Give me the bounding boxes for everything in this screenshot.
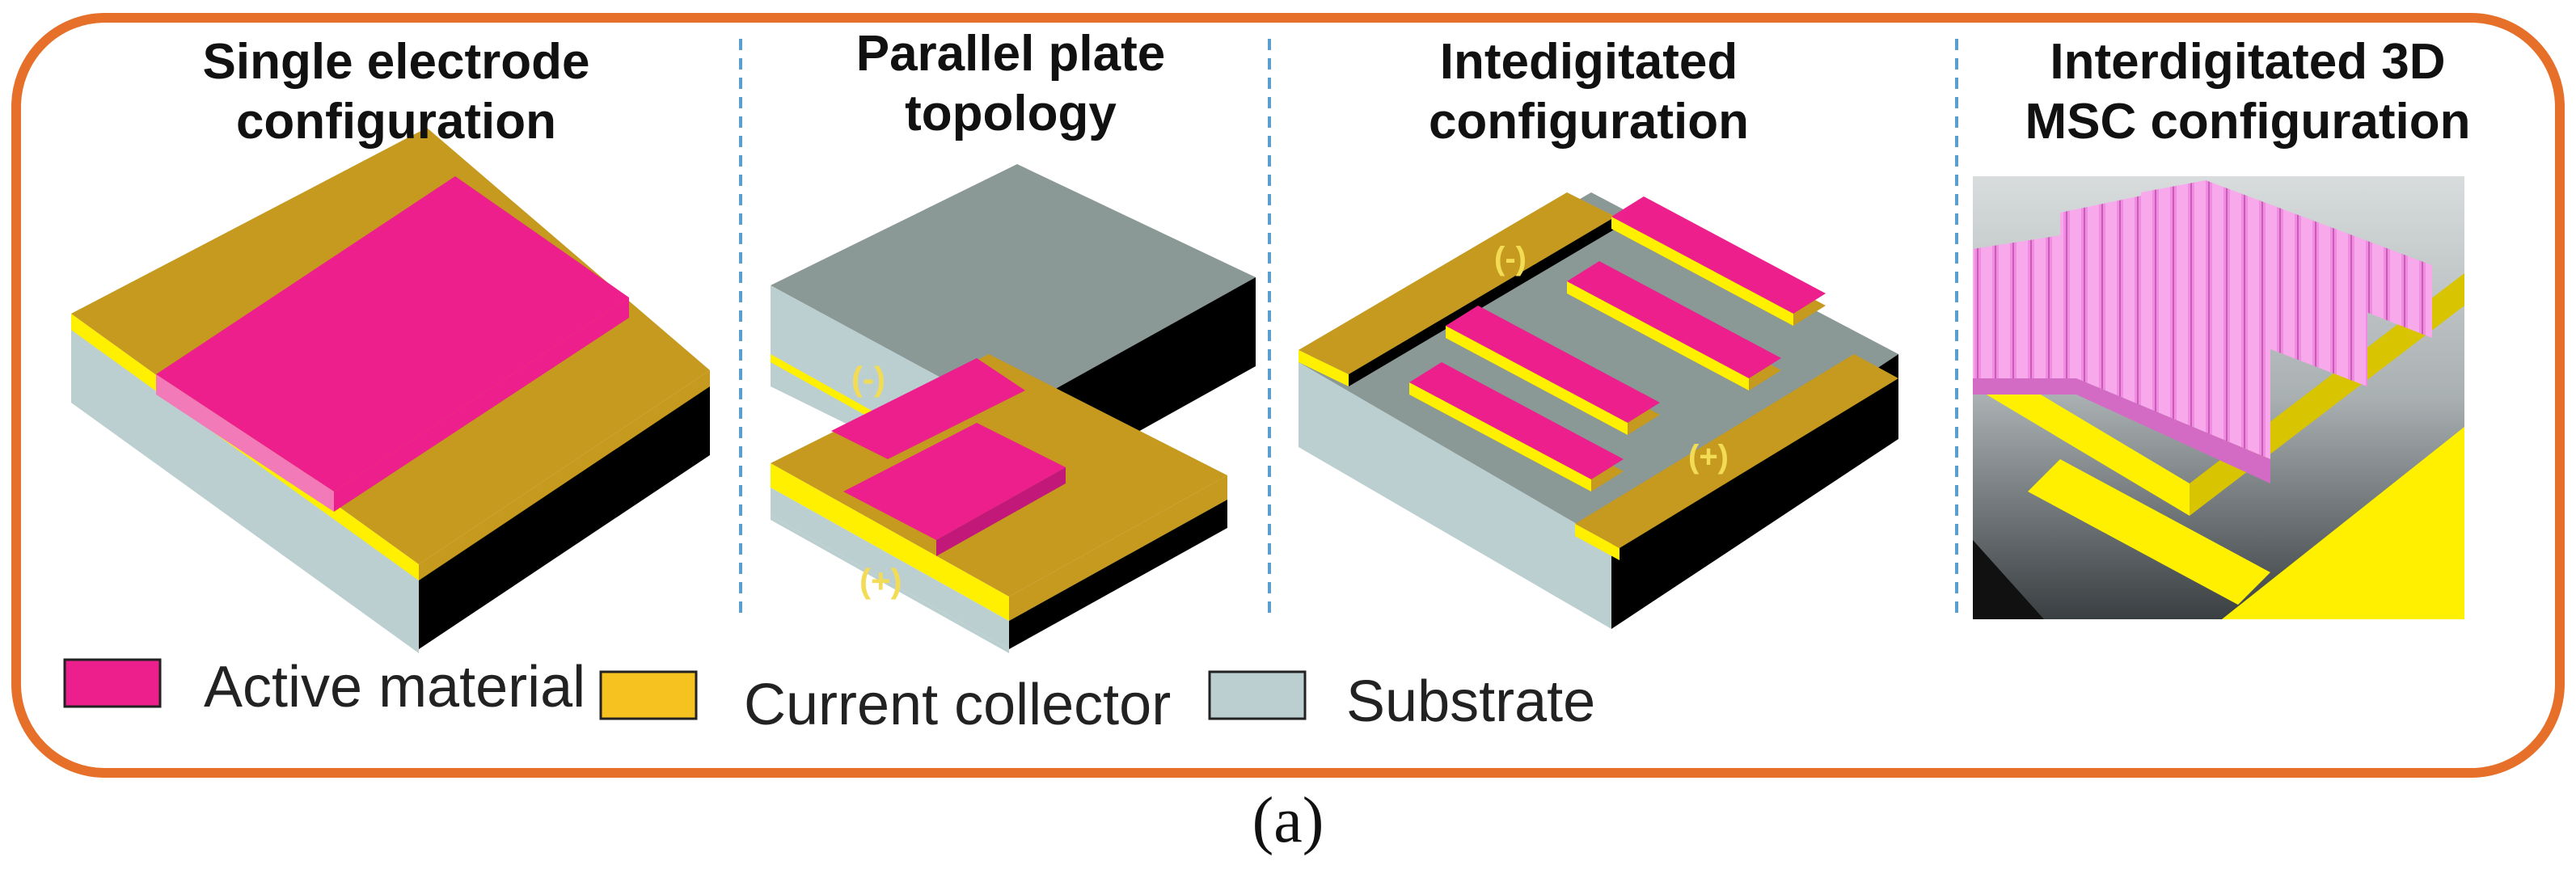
legend-label-collector: Current collector <box>744 673 1172 737</box>
panel4-title-line2: MSC configuration <box>2025 94 2471 150</box>
single-electrode-illustration <box>71 128 710 653</box>
panel2-neg-label: (-) <box>851 360 885 398</box>
panel3-title: Intedigitated configuration <box>1330 32 1848 152</box>
panel2-title-line2: topology <box>905 86 1117 141</box>
finger-2 <box>1567 261 1781 390</box>
legend-swatch-active <box>63 658 162 708</box>
figure-caption: (a) <box>1252 785 1324 856</box>
orange-rounded-border <box>11 13 2565 778</box>
interdigitated-3d-render <box>1973 176 2464 619</box>
legend-swatch-collector <box>599 670 698 720</box>
panel3-title-line2: configuration <box>1428 94 1750 150</box>
legend-label-active: Active material <box>204 655 586 720</box>
panel4-title-line1: Interdigitated 3D <box>2050 34 2446 90</box>
panel3-title-line1: Intedigitated <box>1439 34 1738 90</box>
panel2-title: Parallel plate topology <box>768 24 1253 144</box>
finger-3 <box>1446 306 1660 435</box>
panel2-title-line1: Parallel plate <box>855 26 1166 82</box>
legend-label-substrate: Substrate <box>1346 669 1596 734</box>
parallel-plate-illustration: (-) (+) <box>771 164 1256 653</box>
panel4-title: Interdigitated 3D MSC configuration <box>1973 32 2523 152</box>
panel1-title: Single electrode configuration <box>137 32 655 152</box>
legend-swatch-substrate <box>1208 670 1307 720</box>
panel3-pos-label: (+) <box>1688 439 1729 475</box>
panel1-title-line2: configuration <box>235 94 557 150</box>
panel3-neg-label: (-) <box>1494 241 1527 276</box>
finger-4 <box>1409 362 1624 492</box>
panel2-pos-label: (+) <box>859 562 902 600</box>
interdigitated-illustration: (-) (+) <box>1299 192 1898 629</box>
figure-canvas: (-) (+) (-) (+) <box>11 13 2565 778</box>
panel1-title-line1: Single electrode <box>202 34 590 90</box>
figure-frame: (-) (+) (-) (+) <box>6 6 2570 876</box>
finger-1 <box>1611 196 1826 326</box>
